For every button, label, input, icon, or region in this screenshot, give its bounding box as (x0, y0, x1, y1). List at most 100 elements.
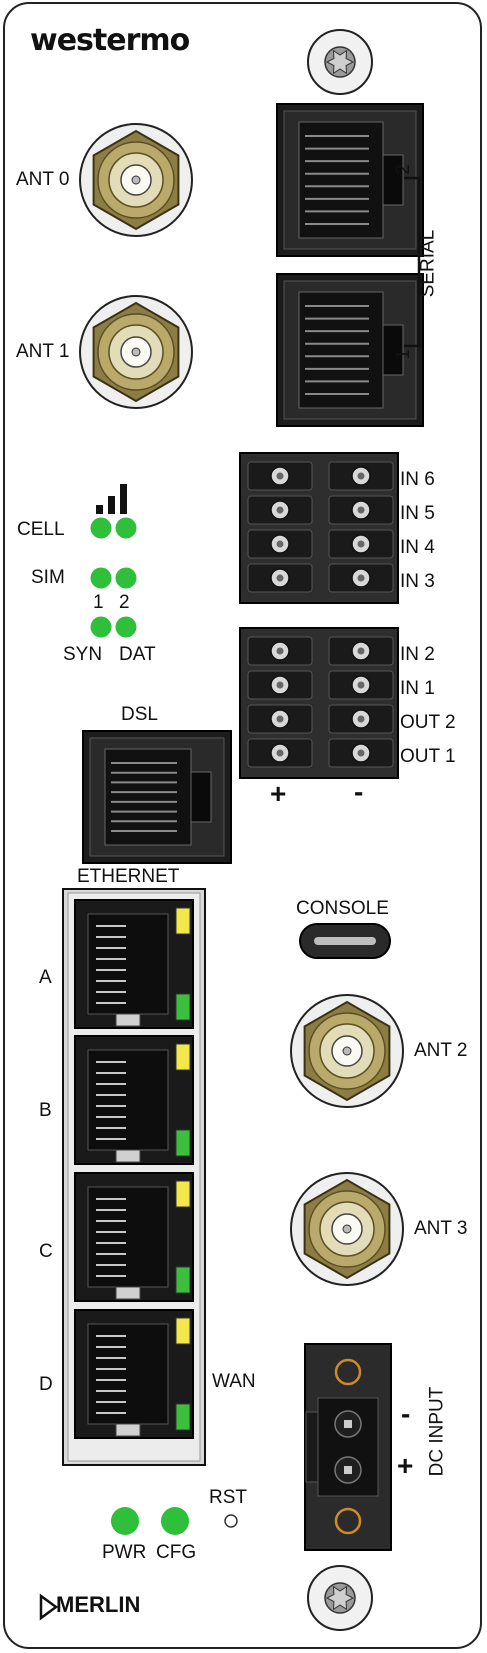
serial-port-2-jack[interactable] (276, 103, 424, 257)
ethernet-port-a[interactable] (74, 899, 194, 1029)
ethernet-port-c[interactable] (74, 1172, 194, 1302)
io-terminal-upper-screw-slot (357, 540, 365, 548)
io-in2-label: IN 2 (400, 644, 435, 665)
serial-port-2-jack-cavity (298, 121, 384, 239)
io-in6-label: IN 6 (400, 469, 435, 490)
ethernet-label: ETHERNET (77, 866, 180, 887)
merlin-logo-text: MERLIN (56, 1592, 141, 1617)
eth-port-b-label: B (39, 1100, 52, 1121)
ethernet-link-led (175, 1317, 191, 1345)
io-terminal-upper-screw-slot (276, 506, 284, 514)
ethernet-jack-tab (115, 1149, 141, 1163)
ant3-connector-icon[interactable] (290, 1172, 404, 1286)
serial-port-1-jack[interactable] (276, 273, 424, 427)
ant1-label: ANT 1 (16, 341, 70, 362)
ethernet-port-d[interactable] (74, 1309, 194, 1439)
rst-label: RST (209, 1487, 247, 1508)
dc-plus-label: + (397, 1450, 414, 1481)
io-in1-label: IN 1 (400, 678, 435, 699)
usb-c-tongue (314, 937, 376, 945)
dc-minus-label: - (401, 1398, 411, 1429)
io-in3-label: IN 3 (400, 571, 435, 592)
io-out1-label: OUT 1 (400, 746, 456, 767)
ant2-connector-icon-pin (342, 1046, 352, 1056)
io-terminal-lower-screw-slot (357, 647, 365, 655)
io-minus-label: - (354, 776, 364, 807)
cell-led-1 (90, 517, 112, 539)
westermo-logo: westermo (30, 23, 190, 58)
io-terminal-upper-screw-slot (357, 472, 365, 480)
ethernet-jack-tab (115, 1013, 141, 1027)
dat-led (115, 616, 137, 638)
serial-port-2-number: 2 (392, 164, 414, 175)
dc-input-label: DC INPUT (426, 1386, 448, 1477)
ethernet-activity-led (175, 1129, 191, 1157)
ant1-connector-icon[interactable] (79, 295, 193, 409)
io-in4-label: IN 4 (400, 537, 435, 558)
top-screw-icon-torx (325, 49, 355, 75)
io-terminal-lower-screw-slot (357, 715, 365, 723)
io-terminal-upper-screw-slot (276, 472, 284, 480)
dc-flange-hole-bottom (334, 1507, 362, 1535)
io-terminal-upper-screw-slot (357, 506, 365, 514)
sim-2-led (115, 567, 137, 589)
io-terminal-lower-screw-slot (276, 647, 284, 655)
eth-port-d-label: D (39, 1374, 53, 1395)
ant1-connector-icon-pin (131, 347, 141, 357)
ethernet-jack-cavity (87, 913, 169, 1015)
ethernet-jack-tab (115, 1286, 141, 1300)
io-terminal-upper-screw-slot (357, 574, 365, 582)
io-terminal-lower-screw-slot (276, 749, 284, 757)
bottom-screw-icon-torx (325, 1585, 355, 1611)
io-terminal-lower-screw-slot (276, 715, 284, 723)
merlin-logo-mark-icon (39, 1593, 59, 1621)
ant2-label: ANT 2 (414, 1040, 468, 1061)
sim-label: SIM (31, 567, 65, 588)
dc-input-connector[interactable] (304, 1343, 392, 1551)
dsl-port-jack[interactable] (82, 730, 232, 864)
ant0-connector-icon-pin (131, 175, 141, 185)
serial-port-2-jack-latch (382, 154, 404, 206)
console-usb-c-port[interactable] (299, 923, 391, 959)
console-label: CONSOLE (296, 898, 389, 919)
dc-terminal-screw-slot (344, 1420, 352, 1428)
signal-strength-icon (96, 484, 127, 514)
top-screw-icon (307, 29, 373, 95)
ethernet-jack-cavity (87, 1323, 169, 1425)
ethernet-link-led (175, 1043, 191, 1071)
ant0-label: ANT 0 (16, 169, 70, 190)
ant2-connector-icon[interactable] (290, 994, 404, 1108)
wan-label: WAN (212, 1371, 256, 1392)
pwr-led (111, 1507, 139, 1535)
cfg-label: CFG (156, 1542, 197, 1563)
signal-bar (120, 484, 127, 514)
io-terminal-lower-screw-slot (357, 681, 365, 689)
sim-slot-2-label: 2 (119, 592, 130, 613)
signal-bar (96, 505, 103, 514)
ant3-label: ANT 3 (414, 1218, 468, 1239)
dc-terminal-screw-slot (344, 1466, 352, 1474)
serial-label: SERIAL (417, 229, 439, 298)
ethernet-port-b[interactable] (74, 1035, 194, 1165)
eth-port-c-label: C (39, 1241, 53, 1262)
ant0-connector-icon[interactable] (79, 123, 193, 237)
ethernet-link-led (175, 1180, 191, 1208)
bottom-screw-icon (307, 1565, 373, 1631)
io-plus-label: + (270, 778, 287, 809)
sim-slot-1-label: 1 (93, 592, 104, 613)
ethernet-jack-cavity (87, 1186, 169, 1288)
pwr-label: PWR (102, 1542, 147, 1563)
serial-port-1-number: 1 (392, 349, 414, 360)
serial-port-1-jack-cavity (298, 291, 384, 409)
signal-bar (108, 496, 115, 514)
sim-1-led (90, 567, 112, 589)
reset-button[interactable] (224, 1514, 238, 1528)
dsl-port-jack-cavity (104, 748, 192, 846)
ant3-connector-icon-pin (342, 1224, 352, 1234)
syn-label: SYN (63, 644, 103, 665)
io-terminal-upper[interactable] (239, 452, 399, 604)
io-terminal-lower[interactable] (239, 627, 399, 779)
serial-port-1-jack-latch (382, 324, 404, 376)
io-terminal-lower-screw-slot (276, 681, 284, 689)
ethernet-activity-led (175, 993, 191, 1021)
